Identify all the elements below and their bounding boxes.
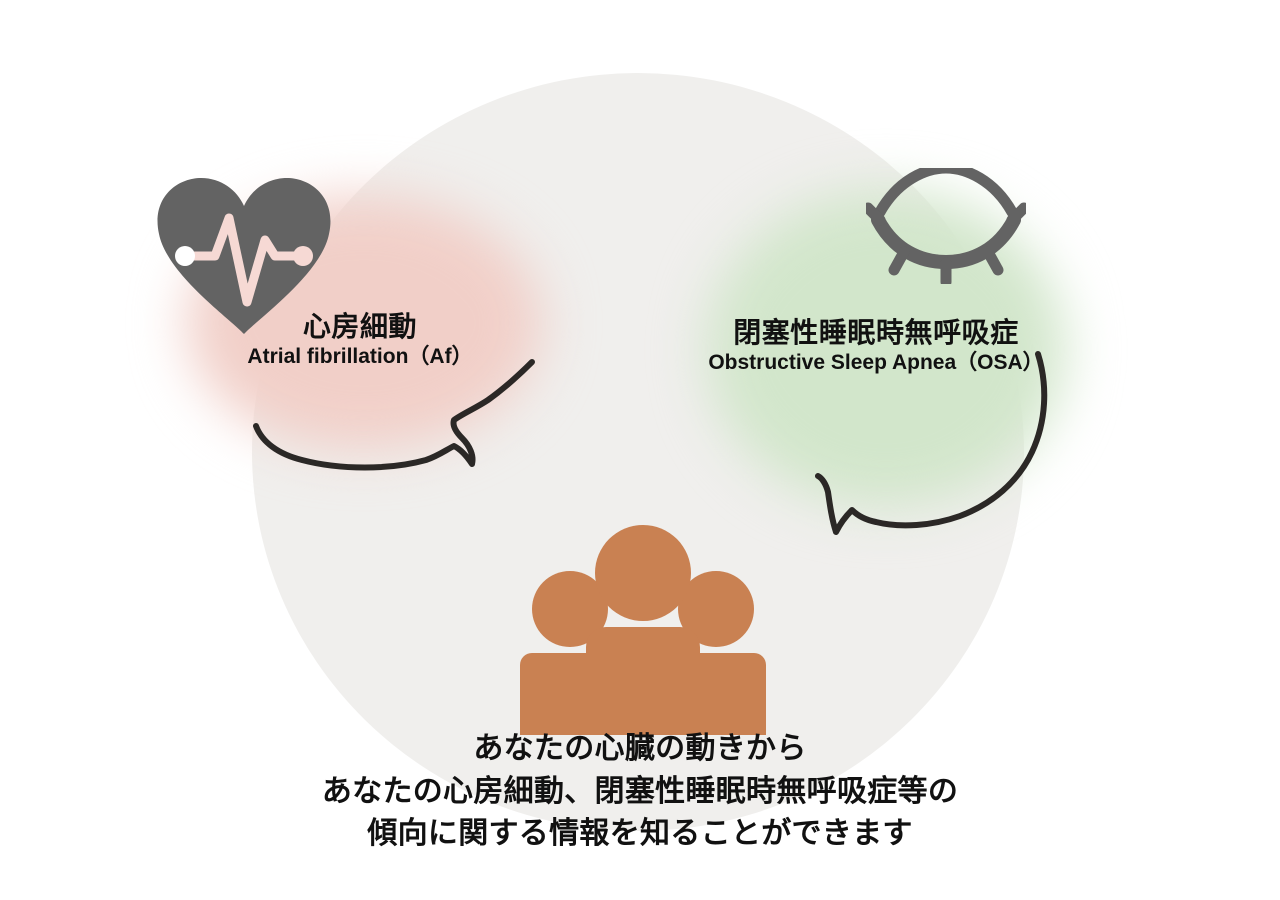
bubble-title-jp-right: 閉塞性睡眠時無呼吸症 [733, 317, 1019, 348]
bubble-label-atrial-fibrillation: 心房細動 Atrial fibrillation（Af） [200, 311, 520, 369]
bubble-title-jp-left: 心房細動 [302, 311, 418, 342]
caption-line-2: あなたの心房細動、閉塞性睡眠時無呼吸症等の [321, 774, 959, 808]
people-group-icon [520, 525, 766, 735]
caption-block: あなたの心臓の動きから あなたの心房細動、閉塞性睡眠時無呼吸症等の 傾向に関する… [0, 728, 1280, 856]
bubble-title-en-left: Atrial fibrillation（Af） [247, 345, 473, 369]
closed-eye-icon [866, 168, 1026, 284]
heart-pulse-icon [157, 178, 331, 334]
caption-line-3: 傾向に関する情報を知ることができます [367, 817, 913, 851]
bubble-label-sleep-apnea: 閉塞性睡眠時無呼吸症 Obstructive Sleep Apnea（OSA） [700, 317, 1052, 375]
caption-line-1: あなたの心臓の動きから [473, 732, 807, 765]
bubble-title-en-right: Obstructive Sleep Apnea（OSA） [708, 351, 1044, 375]
